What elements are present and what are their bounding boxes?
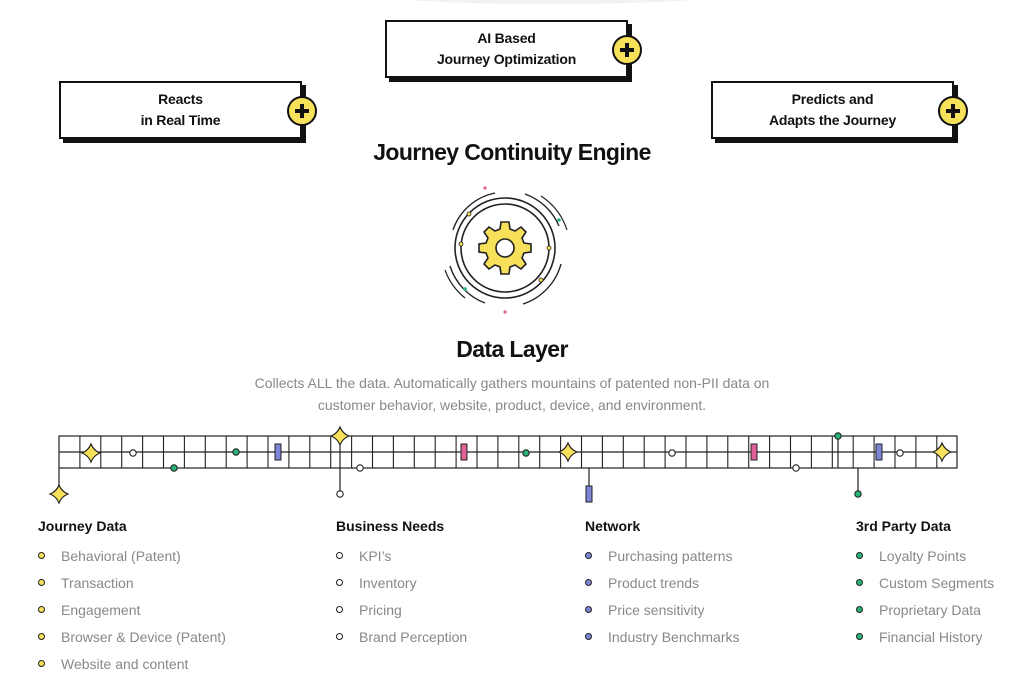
- top-shadow: [380, 0, 720, 4]
- timeline-dot: [792, 464, 800, 472]
- column-title: Network: [585, 518, 641, 534]
- timeline-dot: [170, 464, 178, 472]
- list-item: Financial History: [856, 626, 994, 653]
- list-item: Loyalty Points: [856, 545, 994, 572]
- timeline-bar: [750, 443, 758, 461]
- list-item: Engagement: [38, 599, 226, 626]
- sparkle-icon: [329, 425, 351, 447]
- timeline-dot: [896, 449, 904, 457]
- expand-reacts-plus-icon[interactable]: [287, 96, 317, 126]
- card-ai-line1: AI Based: [477, 30, 536, 46]
- list-item: Browser & Device (Patent): [38, 626, 226, 653]
- timeline-dot: [522, 449, 530, 457]
- column-title: Business Needs: [336, 518, 445, 534]
- list-item: Purchasing patterns: [585, 545, 740, 572]
- timeline-dot: [854, 490, 862, 498]
- card-predicts-line2: Adapts the Journey: [768, 112, 897, 128]
- list-item: Website and content: [38, 653, 226, 680]
- card-ai-line2: Journey Optimization: [436, 51, 577, 67]
- data-layer-description-line2: customer behavior, website, product, dev…: [317, 397, 707, 413]
- timeline-dot: [356, 464, 364, 472]
- timeline-dot: [668, 449, 676, 457]
- timeline-grid-lines: [79, 436, 938, 468]
- list-item: Brand Perception: [336, 626, 467, 653]
- sparkle-icon: [931, 441, 953, 463]
- column-network: Network Purchasing patterns Product tren…: [585, 516, 740, 653]
- card-predicts: Predicts and Adapts the Journey: [711, 81, 954, 139]
- list-item: Product trends: [585, 572, 740, 599]
- list-item: Pricing: [336, 599, 467, 626]
- card-predicts-line1: Predicts and: [791, 91, 874, 107]
- list-item: KPI’s: [336, 545, 467, 572]
- column-3rd-party-data: 3rd Party Data Loyalty Points Custom Seg…: [856, 516, 994, 653]
- expand-ai-plus-icon[interactable]: [612, 35, 642, 65]
- card-reacts-line1: Reacts: [158, 91, 203, 107]
- column-title: 3rd Party Data: [856, 518, 951, 534]
- data-layer-title: Data Layer: [456, 336, 568, 362]
- timeline-dot: [232, 448, 240, 456]
- sparkle-icon: [557, 441, 579, 463]
- column-journey-data: Journey Data Behavioral (Patent) Transac…: [38, 516, 226, 680]
- timeline-dot: [129, 449, 137, 457]
- column-title: Journey Data: [38, 518, 127, 534]
- timeline-dot: [834, 432, 842, 440]
- timeline-bar: [460, 443, 468, 461]
- card-ai-optimization: AI Based Journey Optimization: [385, 20, 628, 78]
- list-item: Behavioral (Patent): [38, 545, 226, 572]
- engine-title: Journey Continuity Engine: [373, 139, 651, 165]
- list-item: Price sensitivity: [585, 599, 740, 626]
- timeline-bar: [274, 443, 282, 461]
- list-item: Transaction: [38, 572, 226, 599]
- card-reacts-line2: in Real Time: [140, 112, 221, 128]
- timeline-bar: [585, 485, 593, 503]
- sparkle-icon: [48, 483, 70, 505]
- data-layer-description: Collects ALL the data. Automatically gat…: [212, 372, 812, 416]
- timeline-bar: [875, 443, 883, 461]
- card-reacts: Reacts in Real Time: [59, 81, 302, 139]
- data-timeline-grid: [58, 435, 958, 469]
- gear-icon: [444, 186, 568, 314]
- list-item: Custom Segments: [856, 572, 994, 599]
- list-item: Industry Benchmarks: [585, 626, 740, 653]
- timeline-dot: [336, 490, 344, 498]
- list-item: Inventory: [336, 572, 467, 599]
- list-item: Proprietary Data: [856, 599, 994, 626]
- expand-predicts-plus-icon[interactable]: [938, 96, 968, 126]
- data-layer-description-line1: Collects ALL the data. Automatically gat…: [254, 375, 770, 391]
- sparkle-icon: [80, 442, 102, 464]
- timeline-markers: [48, 425, 953, 505]
- column-business-needs: Business Needs KPI’s Inventory Pricing B…: [336, 516, 467, 653]
